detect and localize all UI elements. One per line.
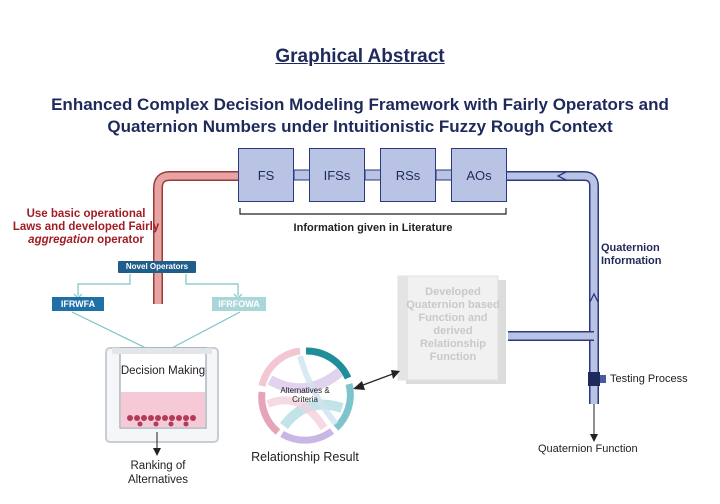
alternatives-criteria-label: Alternatives & Criteria	[280, 386, 330, 404]
label-line-1: Use basic operational	[26, 208, 146, 220]
red-pipe	[153, 171, 238, 304]
ifrfowa-box: IFRFOWA	[212, 297, 266, 311]
beaker	[105, 347, 219, 443]
document-text: Developed Quaternion based Function and …	[406, 286, 500, 363]
quaternion-information-label: Quaternion Information	[601, 242, 662, 267]
document-graphic	[397, 275, 506, 384]
literature-caption: Information given in Literature	[293, 222, 453, 234]
label-line-3: aggregation operator	[6, 234, 166, 247]
operational-laws-label: Use basic operational Laws and developed…	[6, 208, 166, 247]
box-rss: RSs	[380, 148, 436, 202]
literature-bracket	[239, 208, 507, 215]
decision-making-label: Decision Making	[120, 365, 206, 377]
box-fs: FS	[238, 148, 294, 202]
ranking-arrow	[153, 432, 161, 456]
title-line-1: Enhanced Complex Decision Modeling Frame…	[51, 95, 669, 114]
title-line-2: Quaternion Numbers under Intuitionistic …	[107, 117, 613, 136]
graphical-abstract-heading: Graphical Abstract	[275, 46, 445, 67]
quaternion-function-label: Quaternion Function	[538, 443, 638, 455]
label-italic: aggregation	[28, 234, 94, 246]
cell-dots	[127, 415, 196, 427]
relationship-result-label: Relationship Result	[251, 450, 359, 464]
ranking-label: Ranking of Alternatives	[127, 460, 189, 486]
double-arrow	[353, 370, 400, 390]
box-aos: AOs	[451, 148, 507, 202]
testing-process-label: Testing Process	[610, 373, 688, 385]
operator-branches	[71, 274, 243, 351]
label-line-2: Laws and developed Fairly	[12, 221, 160, 233]
ifrwfa-box: IFRWFA	[52, 297, 104, 311]
novel-operators-box: Novel Operators	[118, 261, 196, 273]
blue-pipe	[506, 171, 606, 442]
box-ifss: IFSs	[309, 148, 365, 202]
label-rest: operator	[93, 234, 144, 246]
chord-diagram	[258, 347, 354, 444]
